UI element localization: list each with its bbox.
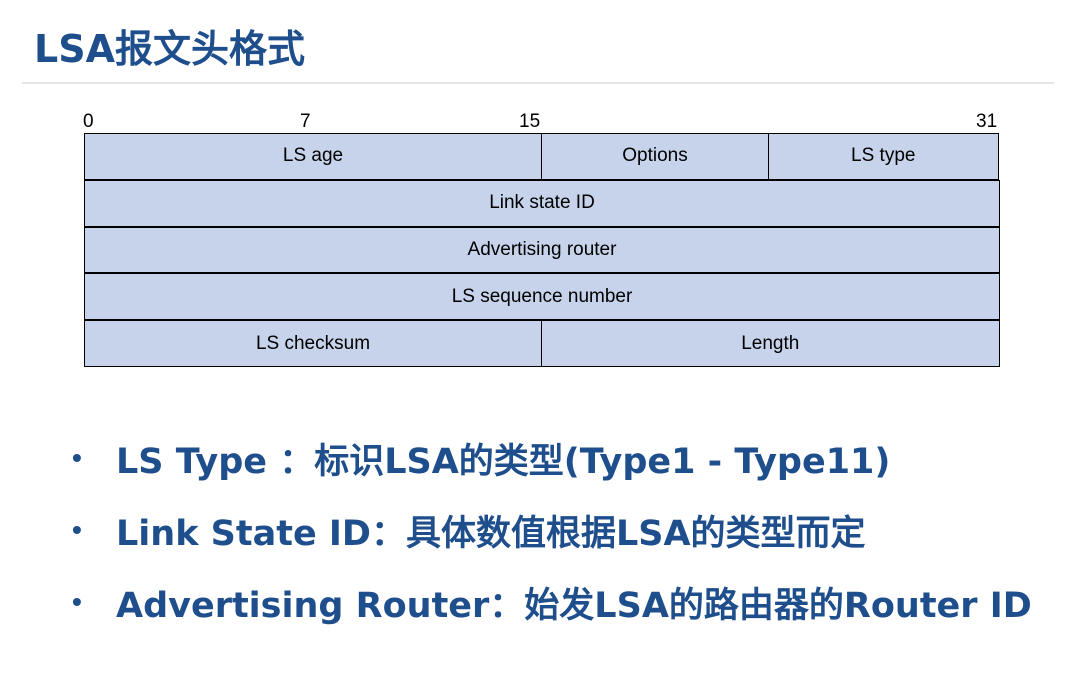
list-item: • LS Type ：标识LSA的类型(Type1 - Type11) bbox=[72, 422, 1032, 494]
header-row-5: LS checksum Length bbox=[84, 320, 1000, 367]
field-ls-type: LS type bbox=[768, 133, 999, 180]
bit-marker-31: 31 bbox=[976, 111, 998, 132]
page-title: LSA报文头格式 bbox=[34, 27, 305, 71]
field-ls-sequence-number: LS sequence number bbox=[84, 273, 1000, 321]
field-options: Options bbox=[540, 133, 770, 180]
header-row-3: Advertising router bbox=[84, 226, 1000, 274]
field-ls-age: LS age bbox=[84, 133, 542, 180]
bullet-text: Link State ID：具体数值根据LSA的类型而定 bbox=[116, 513, 866, 554]
list-item: • Link State ID：具体数值根据LSA的类型而定 bbox=[72, 494, 1032, 566]
bullet-text: Advertising Router：始发LSA的路由器的Router ID bbox=[116, 585, 1032, 626]
field-ls-checksum: LS checksum bbox=[84, 320, 542, 367]
header-row-2: Link state ID bbox=[84, 179, 1000, 227]
header-row-1: LS age Options LS type bbox=[84, 133, 1000, 180]
bullet-dot-icon: • bbox=[72, 442, 82, 473]
bit-marker-0: 0 bbox=[83, 111, 94, 132]
bit-marker-7: 7 bbox=[300, 111, 311, 132]
field-length: Length bbox=[540, 320, 1000, 367]
field-advertising-router: Advertising router bbox=[84, 226, 1000, 274]
lsa-header-diagram: LS age Options LS type Link state ID Adv… bbox=[84, 133, 1000, 367]
bullet-list: • LS Type ：标识LSA的类型(Type1 - Type11) • Li… bbox=[72, 422, 1032, 638]
bullet-text: LS Type ：标识LSA的类型(Type1 - Type11) bbox=[116, 441, 891, 482]
header-row-4: LS sequence number bbox=[84, 273, 1000, 321]
bullet-dot-icon: • bbox=[72, 514, 82, 545]
list-item: • Advertising Router：始发LSA的路由器的Router ID bbox=[72, 566, 1032, 638]
field-link-state-id: Link state ID bbox=[84, 179, 1000, 227]
bullet-dot-icon: • bbox=[72, 586, 82, 617]
bit-marker-15: 15 bbox=[519, 111, 541, 132]
title-divider bbox=[22, 82, 1054, 84]
